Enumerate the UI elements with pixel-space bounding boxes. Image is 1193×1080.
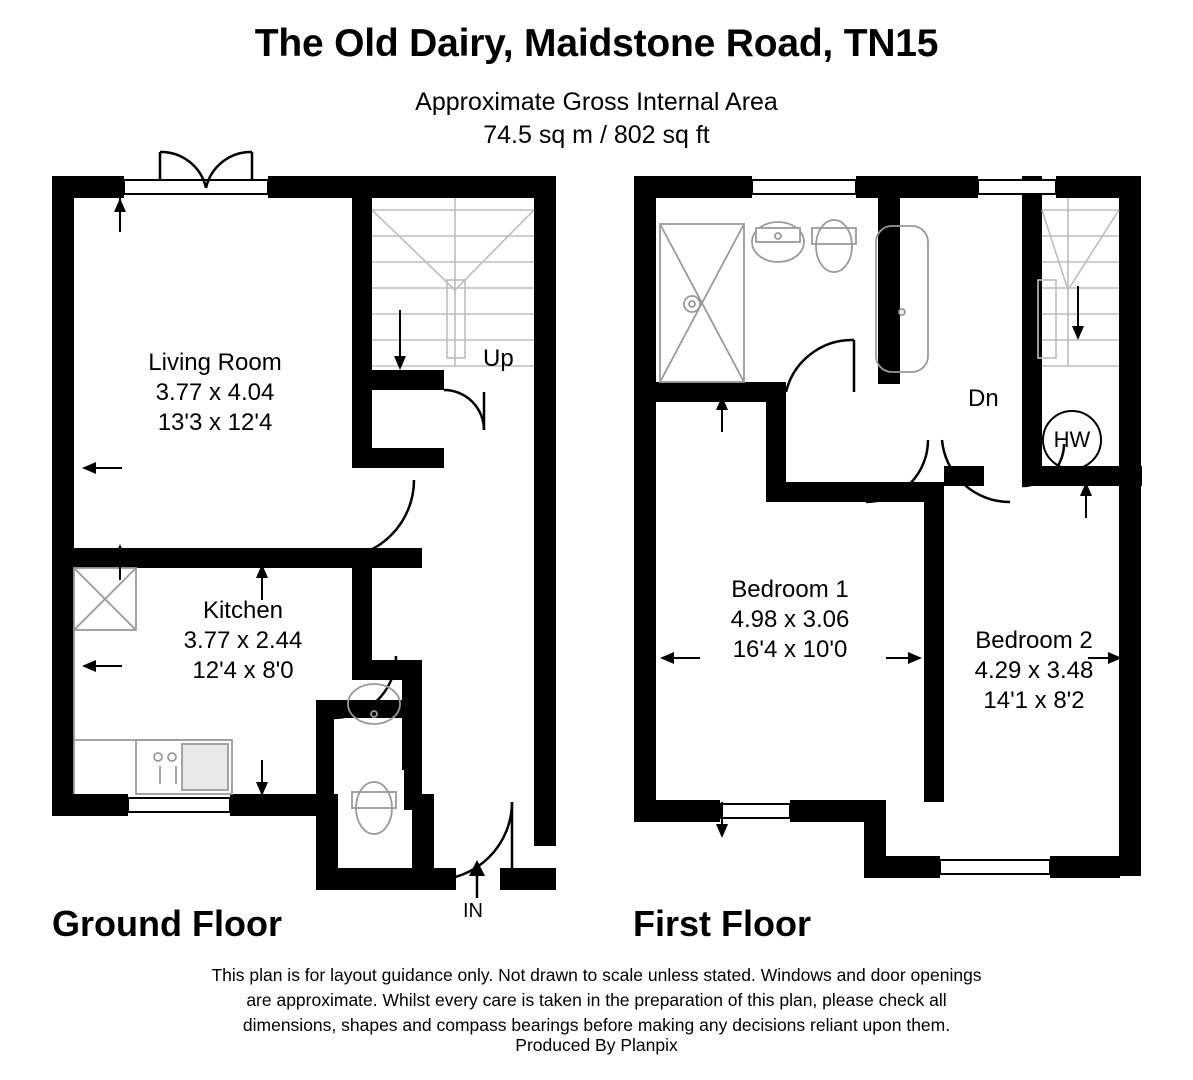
disclaimer-line-2: are approximate. Whilst every care is ta… xyxy=(246,990,947,1010)
room-label-bedroom-2: Bedroom 2 4.29 x 3.48 14'1 x 8'2 xyxy=(944,626,1124,716)
stair-down-label: Dn xyxy=(968,385,999,412)
stair-up-label: Up xyxy=(483,345,514,372)
ff-door-swings xyxy=(784,338,1066,504)
kitchen-name: Kitchen xyxy=(202,597,284,624)
living-room-imperial: 13'3 x 12'4 xyxy=(157,409,273,436)
gf-stair-arrow xyxy=(394,310,406,370)
disclaimer-line-3: dimensions, shapes and compass bearings … xyxy=(242,1015,951,1035)
gf-walls xyxy=(52,176,556,890)
bedroom-2-metric: 4.29 x 3.48 xyxy=(974,657,1094,684)
ground-floor-caption: Ground Floor xyxy=(52,903,282,944)
gf-dimension-arrows xyxy=(82,198,268,796)
ff-walls xyxy=(634,176,1142,878)
first-floor-caption: First Floor xyxy=(633,903,811,944)
entrance-in-label: IN xyxy=(463,900,483,922)
bedroom-1-name: Bedroom 1 xyxy=(731,576,849,603)
disclaimer-line-1: This plan is for layout guidance only. N… xyxy=(211,965,982,985)
gf-staircase xyxy=(371,198,535,367)
area-caption: Approximate Gross Internal Area xyxy=(415,88,778,116)
bedroom-2-name: Bedroom 2 xyxy=(975,627,1093,654)
gf-wc-fittings xyxy=(347,683,401,835)
gf-door-swings xyxy=(333,388,514,882)
living-room-metric: 3.77 x 4.04 xyxy=(155,379,275,406)
room-label-living-room: Living Room 3.77 x 4.04 13'3 x 12'4 xyxy=(130,348,300,438)
kitchen-imperial: 12'4 x 8'0 xyxy=(192,657,294,684)
room-label-bedroom-1: Bedroom 1 4.98 x 3.06 16'4 x 10'0 xyxy=(700,575,880,665)
bedroom-1-imperial: 16'4 x 10'0 xyxy=(732,636,848,663)
gf-entry-arrow xyxy=(469,860,485,898)
room-label-kitchen: Kitchen 3.77 x 2.44 12'4 x 8'0 xyxy=(158,596,328,686)
bedroom-1-metric: 4.98 x 3.06 xyxy=(730,606,850,633)
kitchen-metric: 3.77 x 2.44 xyxy=(183,627,303,654)
living-room-name: Living Room xyxy=(148,349,282,376)
wc-fitting xyxy=(811,219,857,273)
producer-credit: Produced By Planpix xyxy=(515,1035,678,1055)
page-title: The Old Dairy, Maidstone Road, TN15 xyxy=(254,22,939,65)
hot-water-cylinder: HW xyxy=(1042,410,1102,470)
gf-windows xyxy=(123,179,269,813)
shower-fitting xyxy=(659,223,745,383)
bath-fitting xyxy=(875,225,929,373)
ff-stair-arrow xyxy=(1072,286,1084,340)
gf-entrance-doors xyxy=(158,150,254,189)
hw-label: HW xyxy=(1053,427,1091,452)
ff-windows xyxy=(719,179,1057,875)
area-value: 74.5 sq m / 802 sq ft xyxy=(483,121,710,149)
disclaimer: This plan is for layout guidance only. N… xyxy=(0,963,1193,1038)
ff-staircase xyxy=(1037,198,1120,367)
bedroom-2-imperial: 14'1 x 8'2 xyxy=(983,687,1085,714)
basin-fitting xyxy=(751,221,805,263)
